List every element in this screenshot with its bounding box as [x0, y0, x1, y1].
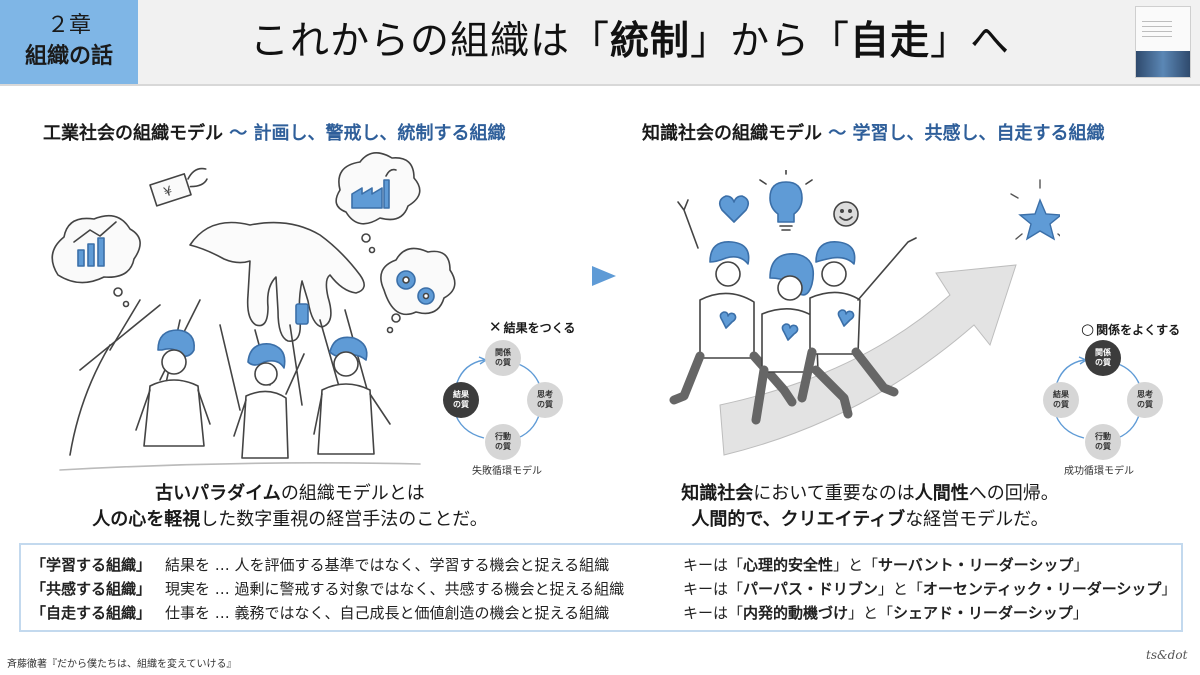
puppet-hand-icon: [189, 221, 365, 342]
success-cycle-title-text: 関係をよくする: [1096, 323, 1181, 337]
cycle-node-action: 行動の質: [485, 424, 521, 460]
left-heading-sub: 〜 計画し、警戒し、統制する組織: [229, 123, 506, 144]
title-strong-autonomy: 自走: [850, 19, 931, 64]
gears-thought-icon: [380, 247, 456, 334]
cycle-node-relation: 関係の質: [485, 340, 521, 376]
row-key: キーは「心理的安全性」と「サーバント・リーダーシップ」: [683, 556, 1089, 574]
header-band: [138, 0, 1200, 84]
success-cycle-caption: 成功循環モデル: [1064, 466, 1134, 477]
row-key: キーは「内発的動機づけ」と「シェアド・リーダーシップ」: [683, 604, 1088, 622]
left-caption-line-1: 古いパラダイムの組織モデルとは: [155, 483, 425, 504]
star-icon: [1010, 179, 1060, 241]
circle-mark-icon: ○: [1081, 320, 1095, 338]
row-label: 「自走する組織」: [31, 604, 152, 622]
right-section-heading: 知識社会の組織モデル 〜 学習し、共感し、自走する組織: [642, 119, 1105, 145]
title-strong-control: 統制: [609, 19, 690, 64]
title-part-3: 」へ: [930, 19, 1011, 64]
money-thought-icon: ¥: [149, 167, 208, 207]
header-divider: [0, 84, 1200, 86]
play-arrow-icon: [592, 266, 616, 286]
puppet-person-2: [233, 303, 309, 459]
chart-thought-icon: [51, 214, 141, 308]
factory-thought-icon: [335, 152, 421, 254]
cycle-node-result: 結果の質: [1043, 382, 1079, 418]
title-part-2: 」から「: [689, 19, 850, 64]
runner-3: [797, 237, 917, 403]
left-caption: 古いパラダイムの組織モデルとは 人の心を軽視した数字重視の経営手法のことだ。: [80, 481, 500, 533]
right-caption-line-1: 知識社会において重要なのは人間性への回帰。: [681, 483, 1059, 504]
lightbulb-icon: [759, 170, 813, 231]
right-caption-line-2: 人間的で、クリエイティブな経営モデルだ。: [691, 509, 1049, 530]
page-title: これからの組織は「統制」から「自走」へ: [150, 12, 1110, 72]
row-description: 現実を … 過剰に警戒する対象ではなく、共感する機会と捉える組織: [165, 580, 625, 598]
cycle-node-thinking: 思考の質: [1127, 382, 1163, 418]
failure-cycle-title: ✕結果をつくる: [489, 318, 575, 336]
running-team-illustration: [669, 170, 1060, 456]
left-heading-main: 工業社会の組織モデル: [43, 123, 223, 144]
row-description: 結果を … 人を評価する基準ではなく、学習する機会と捉える組織: [165, 556, 610, 574]
chapter-topic: 組織の話: [24, 44, 113, 69]
puppet-illustration: ¥: [51, 152, 456, 471]
heart-icon: [718, 195, 750, 223]
failure-cycle-title-text: 結果をつくる: [503, 321, 576, 335]
runner-2: [751, 253, 853, 425]
source-citation: 斉藤徹著『だから僕たちは、組織を変えていける』: [7, 659, 237, 670]
left-section-heading: 工業社会の組織モデル 〜 計画し、警戒し、統制する組織: [43, 119, 506, 145]
cross-mark-icon: ✕: [489, 318, 502, 336]
cycle-node-action: 行動の質: [1085, 424, 1121, 460]
puppet-person-1: [135, 329, 211, 447]
title-part-1: これからの組織は「: [249, 19, 610, 64]
chapter-badge: ２章 組織の話: [0, 0, 138, 84]
left-caption-line-2: 人の心を軽視した数字重視の経営手法のことだ。: [92, 509, 488, 530]
smile-icon: [833, 201, 859, 227]
smartphone-icon: [295, 303, 309, 325]
puppet-person-3: [313, 336, 391, 455]
row-label: 「共感する組織」: [31, 580, 152, 598]
right-heading-main: 知識社会の組織モデル: [642, 123, 822, 144]
brand-logo: ts&dot: [1146, 648, 1188, 662]
cycle-node-result-highlighted: 結果の質: [443, 382, 479, 418]
row-key: キーは「パーパス・ドリブン」と「オーセンティック・リーダーシップ」: [683, 580, 1177, 598]
right-heading-sub: 〜 学習し、共感し、自走する組織: [828, 123, 1105, 144]
book-cover-thumbnail: [1135, 6, 1191, 78]
organization-types-table: 「学習する組織」 結果を … 人を評価する基準ではなく、学習する機会と捉える組織…: [19, 543, 1183, 632]
row-description: 仕事を … 義務ではなく、自己成長と価値創造の機会と捉える組織: [165, 604, 610, 622]
cycle-node-thinking: 思考の質: [527, 382, 563, 418]
chapter-number: ２章: [46, 13, 91, 38]
failure-cycle-caption: 失敗循環モデル: [472, 466, 542, 477]
success-cycle-title: ○関係をよくする: [1081, 320, 1180, 338]
cycle-node-relation-highlighted: 関係の質: [1085, 340, 1121, 376]
row-label: 「学習する組織」: [31, 556, 152, 574]
right-caption: 知識社会において重要なのは人間性への回帰。 人間的で、クリエイティブな経営モデル…: [650, 481, 1090, 533]
